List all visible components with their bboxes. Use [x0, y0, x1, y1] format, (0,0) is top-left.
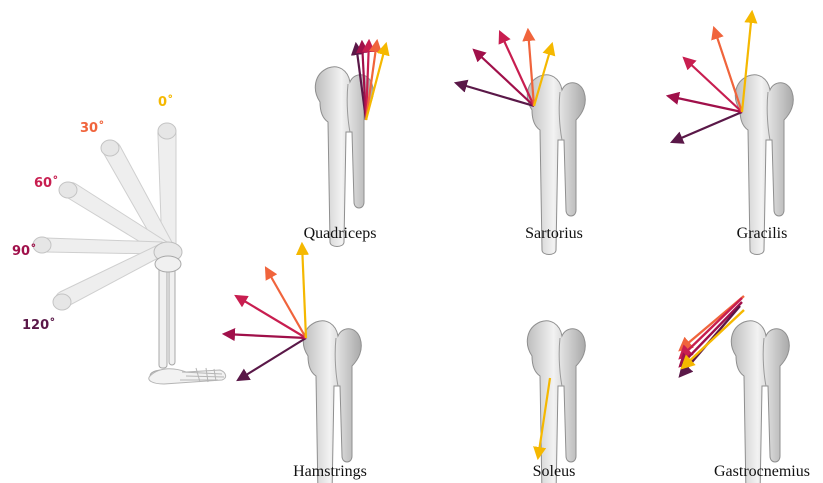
angle-label-30: 30˚ — [80, 120, 105, 136]
force-arrow-90 — [668, 96, 742, 112]
panel-label-hamstrings: Hamstrings — [293, 463, 367, 480]
force-arrow-120 — [672, 112, 742, 142]
panel-label-sartorius: Sartorius — [525, 225, 583, 242]
knee-30deg — [101, 140, 119, 156]
force-arrow-30 — [266, 268, 306, 338]
knee-bone — [303, 321, 361, 483]
panel-gastrocnemius: Gastrocnemius — [680, 296, 810, 483]
panel-label-quadriceps: Quadriceps — [304, 225, 377, 242]
force-arrow-60 — [236, 296, 306, 338]
panel-label-soleus: Soleus — [533, 463, 576, 480]
angle-label-0: 0˚ — [158, 94, 174, 110]
knee-60deg — [59, 182, 77, 198]
knee-bone — [527, 321, 585, 483]
panel-sartorius: Sartorius — [456, 30, 585, 255]
panel-label-gastrocnemius: Gastrocnemius — [714, 463, 810, 480]
panel-soleus: Soleus — [527, 321, 585, 483]
panel-gracilis: Gracilis — [668, 12, 793, 255]
lower-leg-skeleton — [150, 256, 181, 382]
force-arrow-120 — [238, 338, 306, 380]
knee-0deg — [158, 123, 176, 139]
panel-quadriceps: Quadriceps — [304, 41, 386, 247]
angle-label-90: 90˚ — [12, 243, 37, 259]
knee-bone — [731, 321, 789, 483]
panel-hamstrings: Hamstrings — [224, 244, 367, 483]
angle-label-60: 60˚ — [34, 175, 59, 191]
knee-120deg — [53, 294, 71, 310]
panel-label-gracilis: Gracilis — [737, 225, 788, 242]
force-arrow-0 — [302, 244, 306, 338]
force-arrow-90 — [224, 334, 306, 338]
angle-label-120: 120˚ — [22, 317, 56, 333]
leg-flexion-illustration — [33, 123, 226, 384]
foot-skeleton — [149, 368, 226, 384]
